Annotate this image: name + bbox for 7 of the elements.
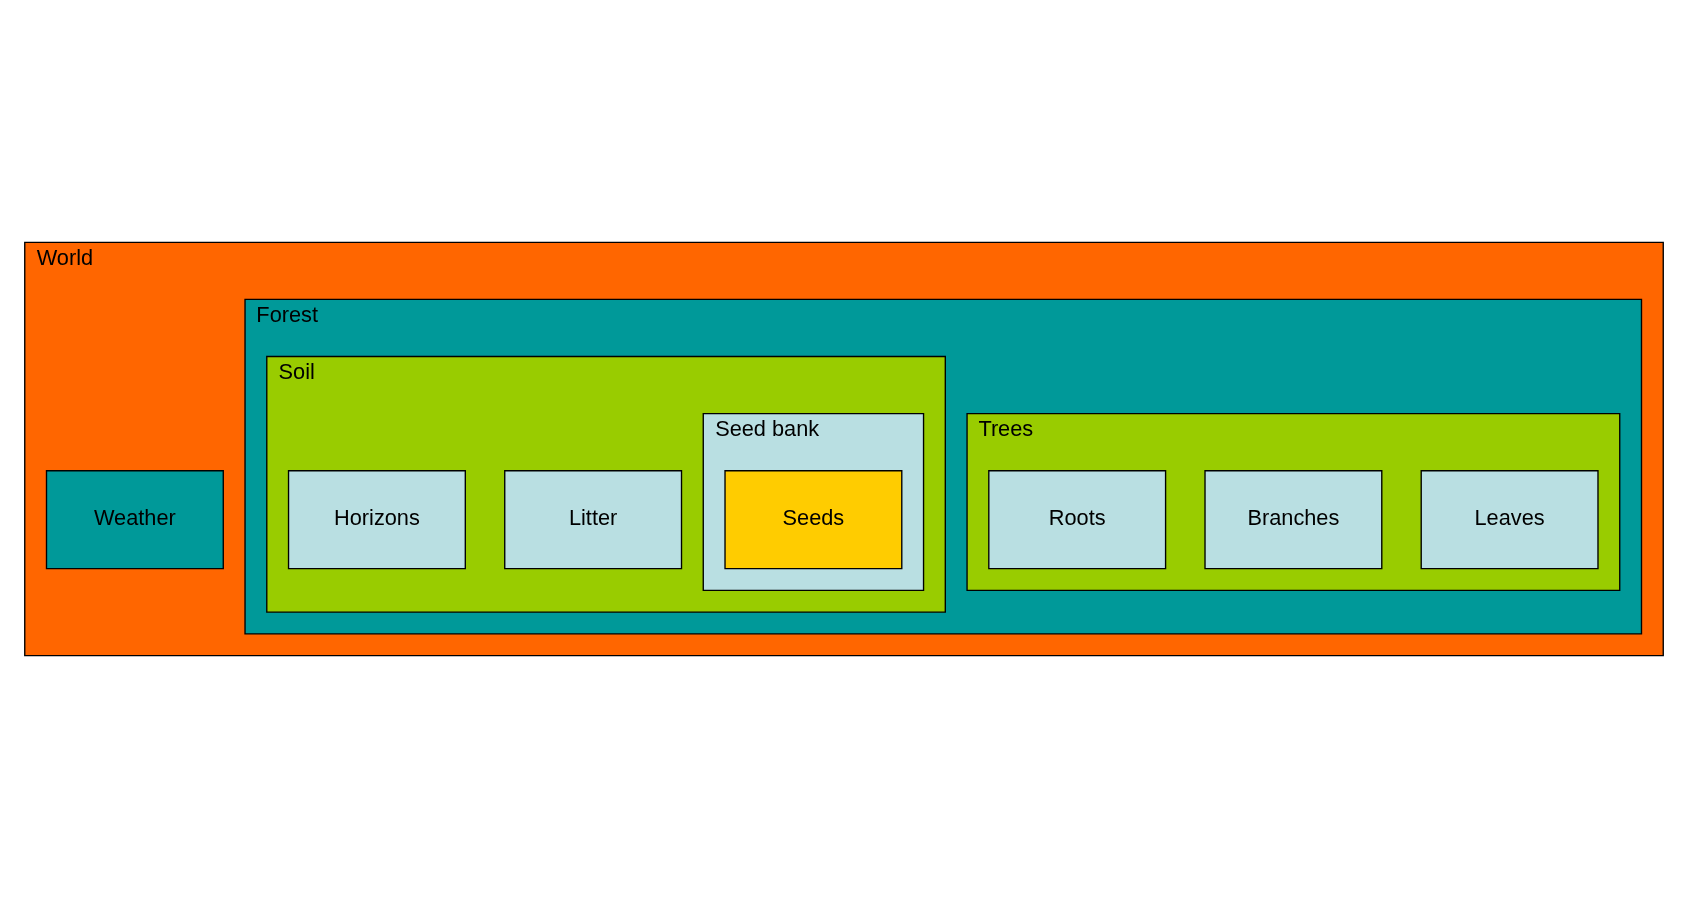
node-box: Leaves	[1420, 469, 1599, 569]
node-box: Litter	[504, 469, 683, 569]
node-box: Seeds	[724, 469, 903, 569]
node-box: Weather	[45, 469, 224, 569]
node-box: Horizons	[287, 469, 466, 569]
node-box: Branches	[1204, 469, 1383, 569]
node-box: Roots	[988, 469, 1167, 569]
